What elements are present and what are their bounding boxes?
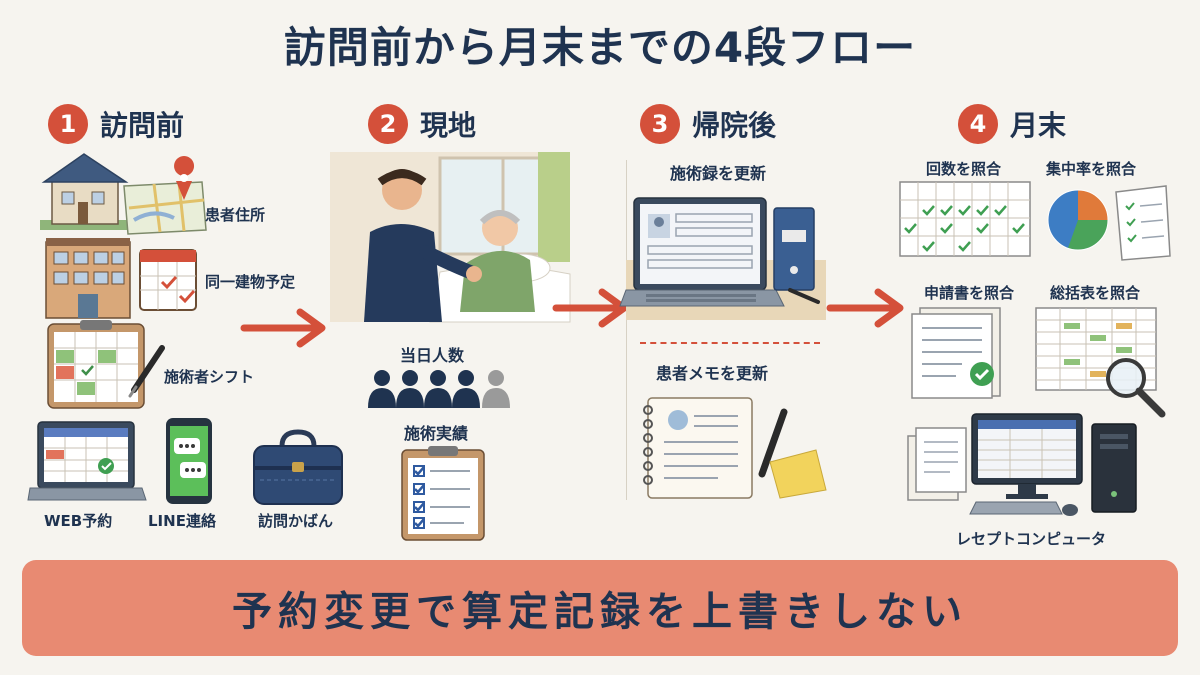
label-web-booking: WEB予約	[44, 512, 113, 530]
visit-bag-icon	[253, 429, 343, 505]
label-same-building: 同一建物予定	[205, 273, 296, 291]
arrow-right-icon	[552, 288, 628, 328]
arrow-right-icon	[826, 288, 904, 328]
label-visit-bag: 訪問かばん	[258, 512, 334, 530]
label-receipt-computer: レセプトコンピュータ	[956, 530, 1107, 548]
step-1-number: 1	[48, 104, 88, 144]
house-map-icon	[40, 153, 207, 235]
pie-report-icon	[1047, 185, 1171, 261]
label-check-summary: 総括表を照合	[1050, 284, 1141, 302]
step-4-label: 月末	[1010, 109, 1067, 142]
building-calendar-icon	[45, 238, 197, 319]
shift-clipboard-icon	[47, 320, 165, 409]
page-title: 訪問前から月末までの4段フロー	[283, 23, 917, 72]
receipt-computer-icon	[907, 413, 1137, 516]
label-therapist-shift: 施術者シフト	[164, 368, 255, 386]
section-divider	[626, 160, 627, 500]
step-1-header: 1 訪問前	[48, 104, 184, 144]
label-check-concentration: 集中率を照合	[1046, 160, 1137, 178]
step-3-header: 3 帰院後	[640, 104, 776, 144]
label-daily-count: 当日人数	[400, 346, 465, 365]
notebook-pen-icon	[643, 397, 827, 499]
label-treatment-record: 施術実績	[404, 424, 469, 443]
dashed-separator	[640, 342, 820, 344]
step-3-number: 3	[640, 104, 680, 144]
step-2-number: 2	[368, 104, 408, 144]
label-patient-address: 患者住所	[205, 206, 266, 224]
line-phone-icon	[166, 418, 212, 504]
application-doc-icon	[911, 307, 1001, 399]
checklist-clipboard-icon	[401, 446, 485, 541]
step-3-label: 帰院後	[692, 109, 777, 142]
people-count-icon	[368, 370, 510, 408]
label-check-application: 申請書を照合	[924, 284, 1015, 302]
step-4-header: 4 月末	[958, 104, 1066, 144]
label-update-treatment-log: 施術録を更新	[670, 164, 767, 183]
bottom-banner: 予約変更で算定記録を上書きしない	[22, 560, 1178, 656]
step-2-label: 現地	[420, 109, 477, 142]
label-line-contact: LINE連絡	[148, 512, 216, 530]
laptop-binder-icon	[619, 197, 826, 320]
web-booking-laptop-icon	[27, 421, 147, 501]
step-2-header: 2 現地	[368, 104, 476, 144]
label-check-visits: 回数を照合	[926, 160, 1002, 178]
visit-grid-icon	[899, 181, 1031, 257]
step-1-label: 訪問前	[100, 109, 185, 142]
home-visit-scene-icon	[330, 152, 571, 323]
summary-table-magnifier-icon	[1035, 307, 1166, 418]
banner-text: 予約変更で算定記録を上書きしない	[232, 589, 968, 635]
arrow-right-icon	[240, 308, 326, 348]
label-update-patient-memo: 患者メモを更新	[656, 364, 769, 383]
step-4-number: 4	[958, 104, 998, 144]
